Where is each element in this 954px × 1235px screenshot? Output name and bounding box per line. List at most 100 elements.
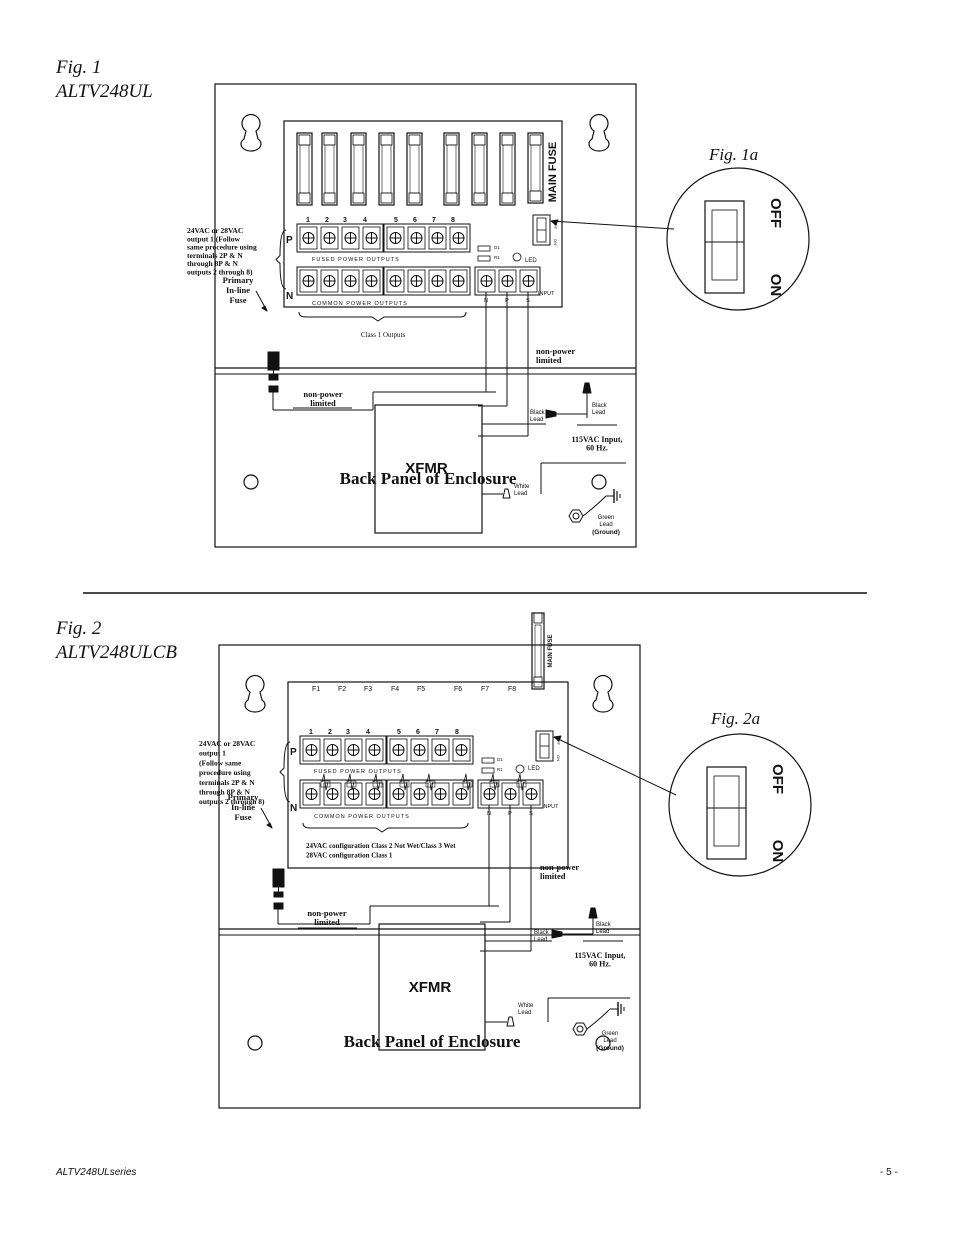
output-number: 6 — [413, 217, 417, 224]
switch-off-label: OFF — [553, 221, 558, 230]
primary-fuse-label: Fuse — [230, 295, 247, 305]
fuse-cap — [352, 134, 365, 146]
terminal-cell — [362, 269, 381, 293]
primary-fuse-label: Primary — [228, 792, 259, 802]
breaker-body — [320, 780, 331, 788]
model-name: ALTV248ULCB — [54, 642, 177, 663]
row-p-label: P — [290, 747, 297, 758]
mounting-hole — [591, 474, 607, 490]
terminal-cell — [431, 782, 450, 806]
terminal-block — [296, 223, 384, 253]
output-number: 2 — [325, 217, 329, 224]
switch-off-label: OFF — [556, 737, 561, 746]
fused-outputs-label: FUSED POWER OUTPUTS — [312, 257, 400, 263]
outputs-note: 24VAC configuration Class 2 Not Wet/Clas… — [306, 842, 456, 850]
non-power-limited-label: non-power — [303, 389, 342, 399]
fuse-glass — [446, 144, 457, 194]
row-p-label: P — [286, 235, 293, 246]
breaker-body — [516, 780, 527, 788]
side-note: procedure using — [199, 768, 251, 777]
output-number: 7 — [435, 729, 439, 736]
terminal-cell — [299, 269, 318, 293]
outputs-note: 28VAC configuration Class 1 — [306, 852, 393, 860]
black-lead-label: Black — [530, 410, 546, 416]
fuse-cap — [298, 192, 311, 204]
terminal-cell — [410, 782, 429, 806]
keyhole-mount — [240, 113, 262, 152]
led-label: LED — [528, 766, 540, 772]
d1-label: D1 — [497, 757, 503, 762]
transformer — [378, 923, 486, 1051]
breaker-body — [489, 780, 500, 788]
fuse-holder — [296, 132, 313, 206]
fuse-cap — [473, 192, 486, 204]
resistor-r1 — [481, 767, 495, 774]
fuse-glass — [353, 144, 364, 194]
terminal-block — [386, 735, 474, 765]
row-n-label: N — [290, 803, 297, 814]
mounting-hole — [247, 1035, 263, 1051]
output-number: 3 — [343, 217, 347, 224]
fuse-cap — [445, 134, 458, 146]
footer-page-number: - 5 - — [880, 1167, 898, 1178]
power-supply-board — [287, 681, 569, 869]
fuse-glass — [534, 624, 542, 678]
terminal-cell — [449, 226, 468, 250]
breaker-label: F3 — [364, 686, 372, 693]
terminal-cell — [428, 269, 447, 293]
green-lead-label: Lead — [603, 1038, 616, 1044]
panel-title: Back Panel of Enclosure — [344, 1032, 521, 1051]
primary-fuse-label: In-line — [226, 285, 250, 295]
terminal-cell — [431, 738, 450, 762]
panel-title: Back Panel of Enclosure — [340, 469, 517, 488]
main-fuse-label: MAIN FUSE — [547, 142, 559, 203]
wire-nut — [588, 907, 598, 919]
terminal-cell — [449, 269, 468, 293]
side-note: 24VAC or 28VAC — [187, 226, 243, 235]
switch-detail-slider — [713, 775, 740, 847]
fuse-holder — [499, 132, 516, 206]
input-label: INPUT — [542, 804, 559, 810]
arrowhead — [550, 219, 559, 226]
side-note: terminals 2P & N — [187, 251, 243, 260]
inset-label: Fig. 1a — [708, 145, 758, 164]
output-number: 2 — [328, 729, 332, 736]
fuse-holder — [471, 132, 488, 206]
ac-input-label: 60 Hz. — [586, 444, 608, 453]
common-outputs-label: COMMON POWER OUTPUTS — [312, 301, 408, 307]
figure-label: Fig. 2 — [55, 618, 102, 639]
fuse-holder — [406, 132, 423, 206]
switch-off-label: OFF — [767, 198, 784, 228]
fuse-glass — [299, 144, 310, 194]
switch-detail-body — [706, 766, 747, 860]
fuse-glass — [502, 144, 513, 194]
terminal-cell — [323, 738, 342, 762]
pointer-arrow — [553, 736, 677, 796]
black-lead-label: Black — [592, 403, 608, 409]
row-n-label: N — [286, 291, 293, 302]
side-note: outputs 2 through 8) — [199, 797, 265, 806]
switch-on-label: ON — [553, 239, 558, 245]
r1-label: R1 — [497, 767, 503, 772]
output-number: 8 — [455, 729, 459, 736]
terminal-cell — [386, 269, 405, 293]
output-number: 4 — [363, 217, 367, 224]
breaker-body — [462, 780, 473, 788]
fuse-holder — [527, 132, 544, 204]
green-lead-wire — [586, 1008, 611, 1030]
black-lead-label: Lead — [592, 410, 605, 416]
breaker-symbol — [490, 773, 498, 791]
wire-nut — [506, 1016, 515, 1027]
output-number: 6 — [416, 729, 420, 736]
side-note: output 1 — [199, 749, 226, 758]
arrowhead — [261, 305, 268, 312]
power-supply-board — [283, 120, 563, 308]
breaker-label: F5 — [417, 686, 425, 693]
side-note: outputs 2 through 8) — [187, 268, 253, 277]
green-lead-wire — [582, 495, 607, 517]
side-note: output 1 (Follow — [187, 234, 241, 243]
wire-nut — [502, 488, 511, 499]
ground-label: (Ground) — [596, 1045, 624, 1052]
terminal-cell — [452, 782, 471, 806]
breaker-label: F4 — [391, 686, 399, 693]
